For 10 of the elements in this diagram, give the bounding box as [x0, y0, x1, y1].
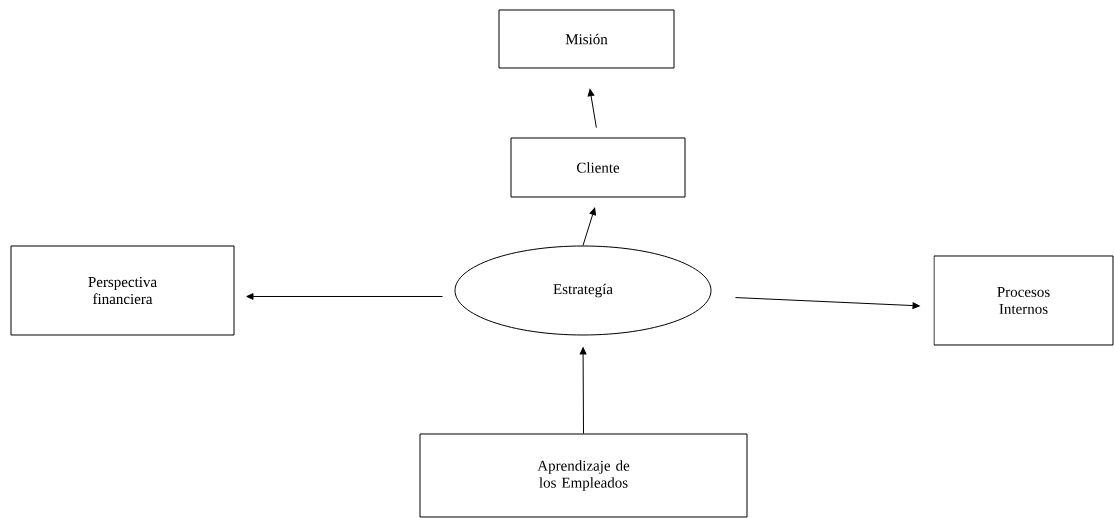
process-box: Misión: [498, 9, 675, 69]
arrow: [587, 88, 597, 129]
arrow: [246, 293, 443, 300]
process-box: Procesos Internos: [933, 255, 1114, 346]
process-box: Aprendizaje de los Empleados: [419, 433, 748, 518]
process-box: Perspectiva financiera: [10, 245, 235, 336]
arrow: [582, 207, 596, 246]
arrow: [579, 347, 587, 434]
arrow: [735, 297, 920, 309]
process-box: Cliente: [510, 137, 686, 198]
